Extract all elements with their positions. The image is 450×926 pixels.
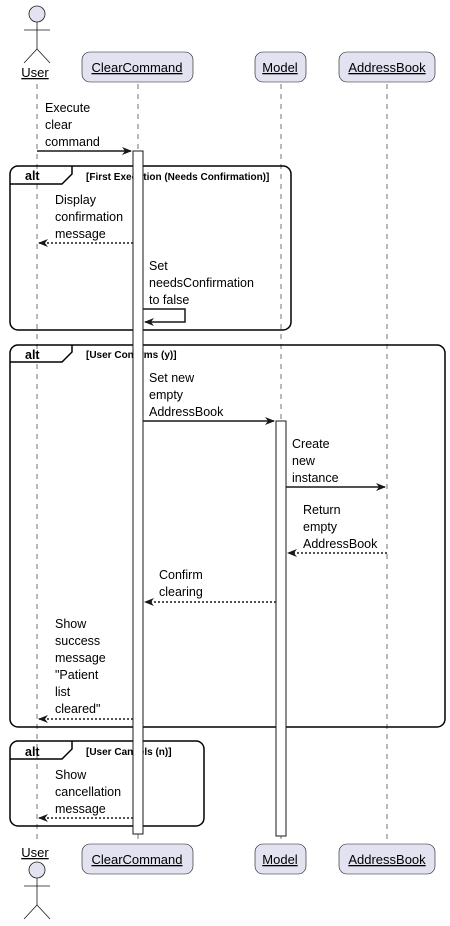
user-actor-top: User	[21, 5, 51, 80]
participant-label-clearcommand: ClearCommand	[91, 60, 182, 75]
clearcommand-participant-bottom: ClearCommand	[81, 843, 194, 875]
fragment-keyword: alt	[25, 745, 40, 759]
fragment-keyword: alt	[25, 169, 40, 183]
message-arrow-self-set-flag	[143, 308, 186, 326]
addressbook-participant-top: AddressBook	[338, 51, 436, 83]
alt-fragment-first-execution: alt [First Execution (Needs Confirmation…	[9, 165, 292, 331]
message-label-display-confirmation: Display confirmation message	[55, 193, 127, 241]
alt-fragment-user-cancels: alt [User Cancels (n)]	[9, 740, 205, 827]
participant-label-model: Model	[262, 60, 298, 75]
message-label-show-success: Show success message "Patient list clear…	[55, 617, 109, 716]
model-activation	[275, 420, 287, 837]
message-label-create-instance: Create new instance	[292, 437, 339, 485]
message-label-confirm-clearing: Confirm clearing	[159, 568, 206, 599]
message-label-set-new-addressbook: Set new empty AddressBook	[149, 371, 224, 419]
model-participant-bottom: Model	[254, 843, 307, 875]
fragment-guard: [User Confirms (y)]	[86, 350, 177, 361]
message-label-show-cancellation: Show cancellation message	[55, 768, 125, 816]
clearcommand-activation	[132, 150, 144, 835]
message-label-execute: Execute clear command	[45, 101, 100, 149]
fragment-keyword: alt	[25, 348, 40, 362]
participant-label-user: User	[21, 65, 49, 80]
participant-label-addressbook: AddressBook	[348, 852, 426, 867]
model-participant-top: Model	[254, 51, 307, 83]
fragment-guard: [First Execution (Needs Confirmation)]	[86, 172, 269, 183]
participant-label-addressbook: AddressBook	[348, 60, 426, 75]
alt-fragment-user-confirms: alt [User Confirms (y)]	[9, 344, 446, 728]
message-label-return-addressbook: Return empty AddressBook	[303, 503, 378, 551]
addressbook-participant-bottom: AddressBook	[338, 843, 436, 875]
participant-label-model: Model	[262, 852, 298, 867]
fragment-guard: [User Cancels (n)]	[86, 747, 172, 758]
clearcommand-participant-top: ClearCommand	[81, 51, 194, 83]
message-label-set-flag: Set needsConfirmation to false	[149, 259, 257, 307]
participant-label-user: User	[21, 845, 49, 860]
user-actor-bottom: User	[21, 845, 51, 920]
participant-label-clearcommand: ClearCommand	[91, 852, 182, 867]
